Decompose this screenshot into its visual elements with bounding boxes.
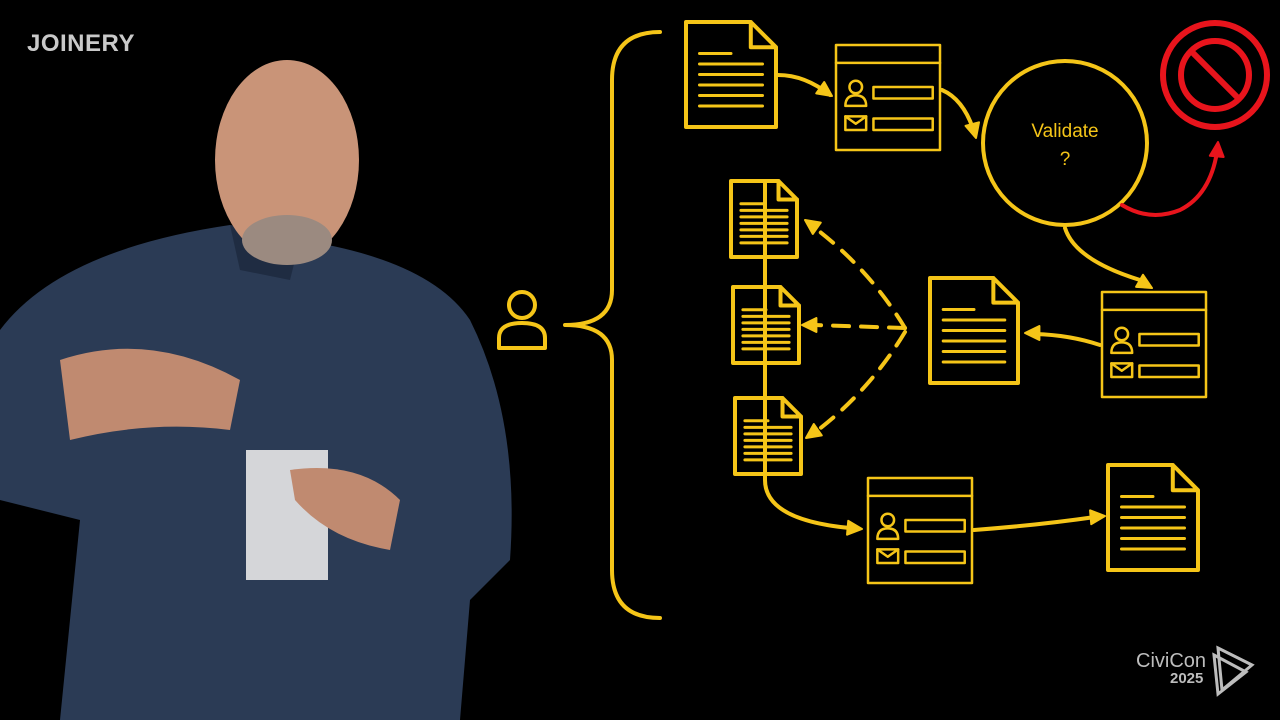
arrow-form-to-final-document-head bbox=[1089, 509, 1106, 526]
decision-mark: ? bbox=[1059, 149, 1071, 170]
document-outline bbox=[729, 179, 799, 259]
submission-form bbox=[834, 43, 942, 152]
mail-icon-flap bbox=[1110, 362, 1134, 372]
arrow-validate-to-form bbox=[1063, 226, 1142, 282]
form-outline bbox=[866, 476, 974, 585]
arrow-validate-to-form-head bbox=[1135, 273, 1153, 289]
requester-user-icon-head bbox=[507, 290, 537, 320]
mail-icon bbox=[876, 548, 900, 565]
form-outline bbox=[834, 43, 942, 152]
name-field bbox=[1138, 332, 1200, 347]
mail-icon-flap bbox=[876, 548, 900, 558]
document-outline bbox=[733, 396, 803, 476]
validate-decision-label: Validate ? bbox=[1005, 118, 1125, 174]
arrow-doc-to-form-head bbox=[815, 81, 833, 97]
name-field bbox=[872, 85, 934, 100]
email-field bbox=[872, 117, 934, 132]
generated-document bbox=[928, 276, 1020, 385]
presenter-photo bbox=[0, 60, 512, 720]
user-icon-head bbox=[880, 512, 896, 528]
name-field bbox=[904, 518, 966, 533]
arrow-form-to-document-head bbox=[1024, 325, 1041, 341]
document-lines bbox=[1120, 495, 1186, 551]
brace bbox=[563, 30, 662, 620]
rejected-no-sign-slash bbox=[1189, 49, 1241, 101]
requester-user-icon-body bbox=[497, 321, 547, 350]
dashed-arrow-copy-1 bbox=[813, 226, 907, 330]
user-icon-body bbox=[844, 94, 868, 108]
validate-decision-circle bbox=[981, 59, 1149, 227]
dashed-arrow-copy-2 bbox=[813, 323, 907, 330]
civicon-logo-name: CiviCon bbox=[1136, 650, 1207, 672]
user-icon-body bbox=[1110, 341, 1134, 355]
dashed-arrow-copy-2-head bbox=[801, 317, 818, 333]
document-lines bbox=[743, 419, 793, 462]
document-outline bbox=[928, 276, 1020, 385]
form-outline bbox=[1100, 290, 1208, 399]
arrow-copies-to-form-head bbox=[846, 519, 863, 536]
dashed-arrow-copy-3-head bbox=[805, 423, 823, 439]
email-field bbox=[904, 550, 966, 565]
arrow-validate-to-reject-head bbox=[1208, 141, 1225, 158]
user-icon-body bbox=[876, 527, 900, 541]
document-outline bbox=[1106, 463, 1200, 572]
arrow-form-to-document bbox=[1033, 332, 1102, 347]
arrow-form-to-final-document bbox=[972, 515, 1097, 532]
dashed-arrow-copy-1-head bbox=[804, 219, 822, 235]
email-field bbox=[1138, 364, 1200, 379]
user-icon-head bbox=[1114, 326, 1130, 342]
user-icon-head bbox=[848, 79, 864, 95]
joinery-logo: JOINERY bbox=[27, 30, 135, 57]
document-outline bbox=[731, 285, 801, 365]
dashed-arrow-copy-3 bbox=[816, 330, 907, 432]
submitted-document bbox=[684, 20, 778, 129]
final-document bbox=[1106, 463, 1200, 572]
approved-form bbox=[1100, 290, 1208, 399]
document-lines bbox=[698, 52, 764, 108]
arrow-copies-to-form bbox=[763, 181, 852, 530]
decision-label: Validate bbox=[1031, 121, 1099, 142]
final-form bbox=[866, 476, 974, 585]
document-copy-3 bbox=[733, 396, 803, 476]
civicon-logo-year: 2025 bbox=[1170, 670, 1204, 687]
document-outline bbox=[684, 20, 778, 129]
mail-icon bbox=[1110, 362, 1134, 379]
arrow-validate-to-reject bbox=[1120, 150, 1219, 217]
rejected-no-sign-icon bbox=[1160, 20, 1270, 130]
arrow-form-to-validate-head bbox=[964, 121, 980, 139]
mail-icon-flap bbox=[844, 115, 868, 125]
document-lines bbox=[941, 308, 1007, 364]
mail-icon bbox=[844, 115, 868, 132]
workflow-diagram bbox=[497, 20, 1270, 620]
rejected-no-sign-inner bbox=[1178, 38, 1252, 112]
